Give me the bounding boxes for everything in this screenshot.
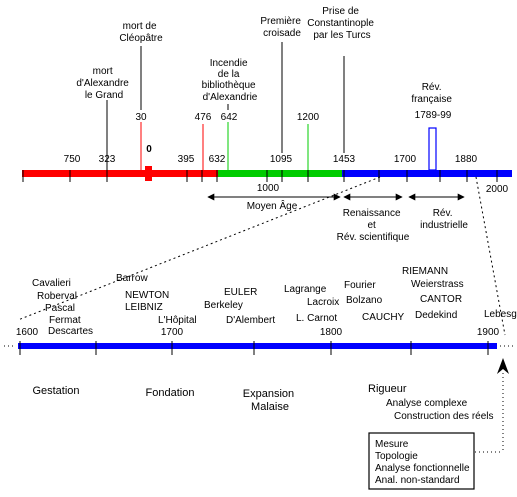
extension-arrow-icon (497, 358, 509, 374)
name-newton: NEWTON (125, 290, 169, 301)
topic-anal-non-standard: Anal. non-standard (375, 475, 460, 486)
lower-year-1800: 1800 (320, 327, 343, 338)
phase-labels: Gestation Fondation Expansion Malaise Ri… (32, 383, 493, 422)
axis-label-1880: 1880 (455, 154, 478, 165)
phase-fondation: Fondation (146, 387, 195, 399)
axis-label-395: 395 (178, 154, 195, 165)
name-berkeley: Berkeley (204, 300, 243, 311)
phase-gestation: Gestation (32, 385, 79, 397)
year-642: 642 (221, 112, 238, 123)
antiquity-bar (22, 170, 218, 177)
name-lagrange: Lagrange (284, 284, 327, 295)
name-bolzano: Bolzano (346, 295, 383, 306)
event-constantinople-label: Prise de Constantinople par les Turcs (307, 6, 377, 41)
name-leibniz: LEIBNIZ (125, 302, 163, 313)
lower-axis-ticks (19, 341, 489, 355)
name-cavalieri: Cavalieri (32, 278, 71, 289)
name-riemann: RIEMANN (402, 266, 448, 277)
topics-box (368, 432, 475, 490)
upper-axis-ticks (22, 170, 498, 182)
zoom-connector-right (475, 176, 506, 336)
name-dedekind: Dedekind (415, 310, 457, 321)
name-euler: EULER (224, 287, 257, 298)
topic-topologie: Topologie (375, 451, 418, 462)
axis-label-632: 632 (209, 154, 226, 165)
axis-label-1095: 1095 (270, 154, 293, 165)
name-barrow: Barrow (116, 273, 148, 284)
name-cauchy: CAUCHY (362, 312, 405, 323)
event-cleopatra-label: mort de Cléopâtre (119, 21, 163, 44)
axis-label-2000: 2000 (486, 184, 509, 195)
axis-label-0: 0 (146, 144, 152, 155)
event-revolution-label: Rév. française 1789-99 (411, 82, 454, 121)
year-476: 476 (195, 112, 212, 123)
topics-box-items: Mesure Topologie Analyse fonctionnelle A… (375, 439, 470, 486)
phase-rigueur: Rigueur (368, 383, 407, 395)
name-fermat: Fermat (49, 315, 81, 326)
name-fourier: Fourier (344, 280, 376, 291)
upper-timeline: mort d'Alexandre le Grand mort de Cléopâ… (22, 6, 512, 243)
phase-expansion: Expansion Malaise (243, 388, 297, 413)
year-323: 323 (99, 154, 116, 165)
name-lhopital: L'Hôpital (158, 315, 197, 326)
topic-mesure: Mesure (375, 439, 409, 450)
event-labels: mort d'Alexandre le Grand mort de Cléopâ… (76, 6, 454, 121)
year-30: 30 (135, 112, 147, 123)
event-library-label: Incendie de la bibliothèque d'Alexandrie (202, 58, 259, 103)
middle-ages-bar (218, 170, 342, 177)
name-pascal: Pascal (45, 303, 75, 314)
lower-year-labels: 1600 1700 1800 1900 (16, 327, 500, 338)
name-weierstrass: Weierstrass (411, 279, 464, 290)
axis-label-750: 750 (64, 154, 81, 165)
period-value-1000: 1000 (257, 183, 280, 194)
name-dalembert: D'Alembert (226, 315, 275, 326)
period-renaissance-label: Renaissance et Rév. scientifique (337, 208, 410, 243)
axis-label-1700: 1700 (394, 154, 417, 165)
period-industrial-label: Rév. industrielle (420, 208, 468, 231)
event-crusade-label: Première croisade (260, 16, 303, 39)
lower-axis-bar (18, 343, 497, 349)
revolution-box (428, 127, 437, 171)
topic-analyse-fonctionnelle: Analyse fonctionnelle (375, 463, 470, 474)
marker-years: 323 30 476 642 1200 1453 (99, 112, 356, 165)
lower-year-1700: 1700 (161, 327, 184, 338)
upper-axis-labels: 750 0 395 632 1095 1700 1880 2000 (64, 144, 509, 195)
modern-bar (342, 170, 512, 177)
lower-timeline: 1600 1700 1800 1900 Cavalieri Roberval P… (4, 266, 517, 490)
lower-year-1600: 1600 (16, 327, 39, 338)
lower-year-1900: 1900 (477, 327, 500, 338)
name-lcarnot: L. Carnot (296, 313, 337, 324)
name-lacroix: Lacroix (307, 297, 339, 308)
name-roberval: Roberval (37, 291, 77, 302)
year-zero-marker (145, 166, 152, 181)
year-1453: 1453 (333, 154, 356, 165)
mathematician-names: Cavalieri Roberval Pascal Fermat Descart… (32, 266, 517, 337)
phase-rigueur-detail: Analyse complexe Construction des réels (386, 398, 494, 422)
period-middle-ages-label: Moyen Âge (247, 199, 298, 212)
name-cantor: CANTOR (420, 294, 462, 305)
event-alexander-label: mort d'Alexandre le Grand (76, 66, 131, 101)
name-descartes: Descartes (48, 326, 93, 337)
name-lebesgue: Lebesgue (484, 309, 517, 320)
year-1200: 1200 (297, 112, 320, 123)
